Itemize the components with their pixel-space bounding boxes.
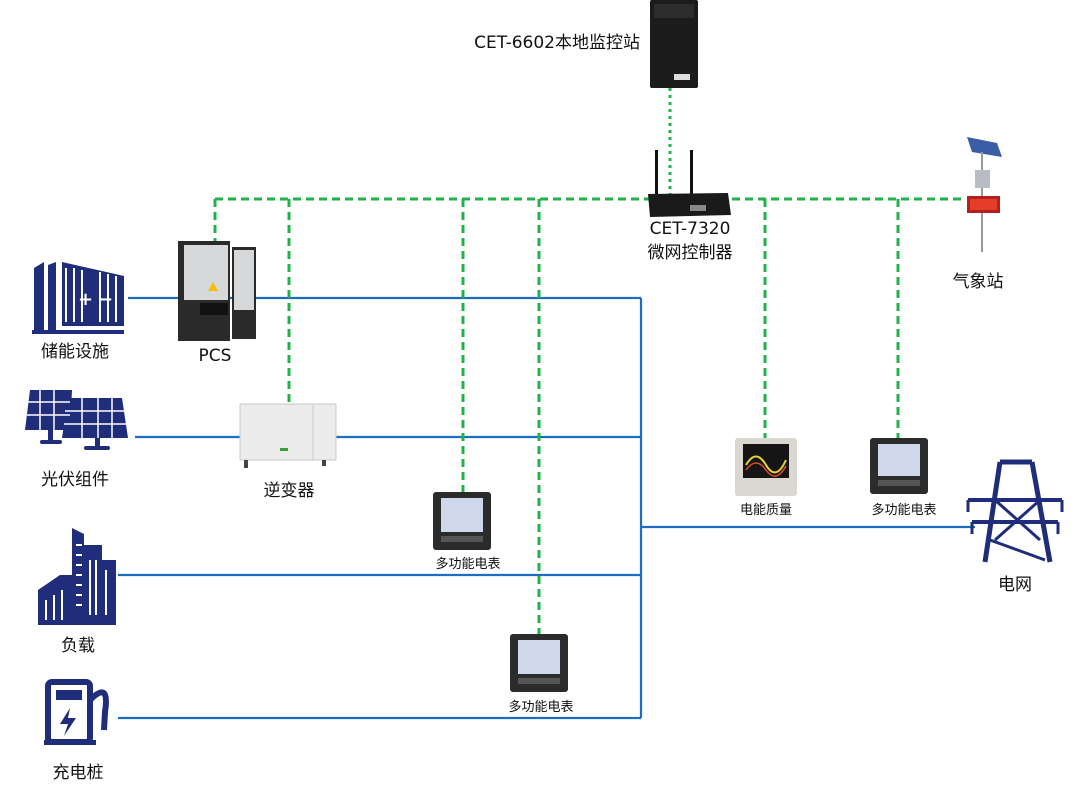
meter-icon[interactable] <box>510 634 568 692</box>
solar-panel-icon[interactable] <box>25 390 128 450</box>
controller-name-label: 微网控制器 <box>648 243 733 263</box>
router-icon[interactable] <box>648 150 731 217</box>
power-quality-meter-icon[interactable] <box>735 438 797 496</box>
weather-label: 气象站 <box>953 272 1004 292</box>
pv-label: 光伏组件 <box>41 470 109 490</box>
meter-icon[interactable] <box>433 492 491 550</box>
monitor-label: CET-6602本地监控站 <box>474 33 640 53</box>
building-icon[interactable] <box>38 528 116 625</box>
battery-container-icon[interactable]: + − <box>32 262 124 334</box>
meter2-label: 多功能电表 <box>508 699 573 715</box>
meter-icon[interactable] <box>870 438 928 494</box>
meter1-label: 多功能电表 <box>435 556 500 572</box>
comm-lines <box>213 88 962 634</box>
ev-charger-icon[interactable] <box>44 679 109 745</box>
power-quality-label: 电能质量 <box>740 503 792 518</box>
transmission-tower-icon[interactable] <box>966 459 1064 563</box>
meter3-label: 多功能电表 <box>871 502 936 518</box>
controller-model-label: CET-7320 <box>650 219 731 239</box>
weather-station-icon[interactable] <box>967 137 1002 252</box>
svg-text:+: + <box>78 289 93 310</box>
storage-label: 储能设施 <box>41 342 109 362</box>
power-lines <box>118 296 975 720</box>
inverter-label: 逆变器 <box>264 481 315 501</box>
inverter-icon[interactable] <box>239 403 337 468</box>
pcs-label: PCS <box>199 346 232 366</box>
charger-label: 充电桩 <box>53 763 104 783</box>
load-label: 负载 <box>61 636 95 656</box>
cabinet-icon[interactable] <box>178 241 256 341</box>
grid-label: 电网 <box>998 575 1032 595</box>
svg-text:−: − <box>98 289 113 310</box>
desktop-tower-icon[interactable] <box>650 0 698 88</box>
